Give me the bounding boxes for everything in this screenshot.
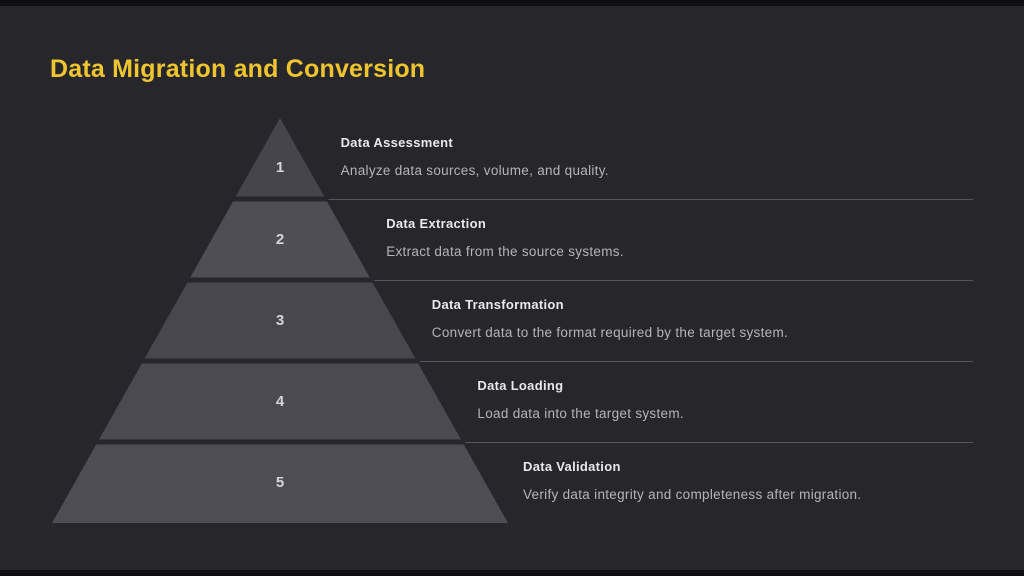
top-frame-bar xyxy=(0,0,1024,6)
level-description: Verify data integrity and completeness a… xyxy=(523,487,862,502)
level-description: Load data into the target system. xyxy=(477,406,684,421)
level-title: Data Loading xyxy=(477,378,564,393)
level-number-5: 5 xyxy=(275,473,285,491)
pyramid-level-4 xyxy=(98,363,462,440)
pyramid-level-5 xyxy=(51,444,509,523)
level-number-3: 3 xyxy=(275,311,285,329)
level-description: Convert data to the format required by t… xyxy=(431,325,789,340)
pyramid-level-3 xyxy=(144,282,416,359)
level-title: Data Validation xyxy=(523,459,621,474)
pyramid-level-1 xyxy=(235,118,325,197)
level-title: Data Transformation xyxy=(431,297,564,312)
page-title: Data Migration and Conversion xyxy=(50,55,426,83)
pyramid-level-2 xyxy=(190,201,370,278)
level-number-1: 1 xyxy=(275,158,285,176)
level-description: Analyze data sources, volume, and qualit… xyxy=(340,163,609,178)
level-description: Extract data from the source systems. xyxy=(386,244,624,259)
bottom-frame-bar xyxy=(0,570,1024,576)
level-number-2: 2 xyxy=(275,230,285,248)
level-title: Data Extraction xyxy=(386,216,487,231)
level-title: Data Assessment xyxy=(340,135,453,150)
level-number-4: 4 xyxy=(275,392,285,410)
